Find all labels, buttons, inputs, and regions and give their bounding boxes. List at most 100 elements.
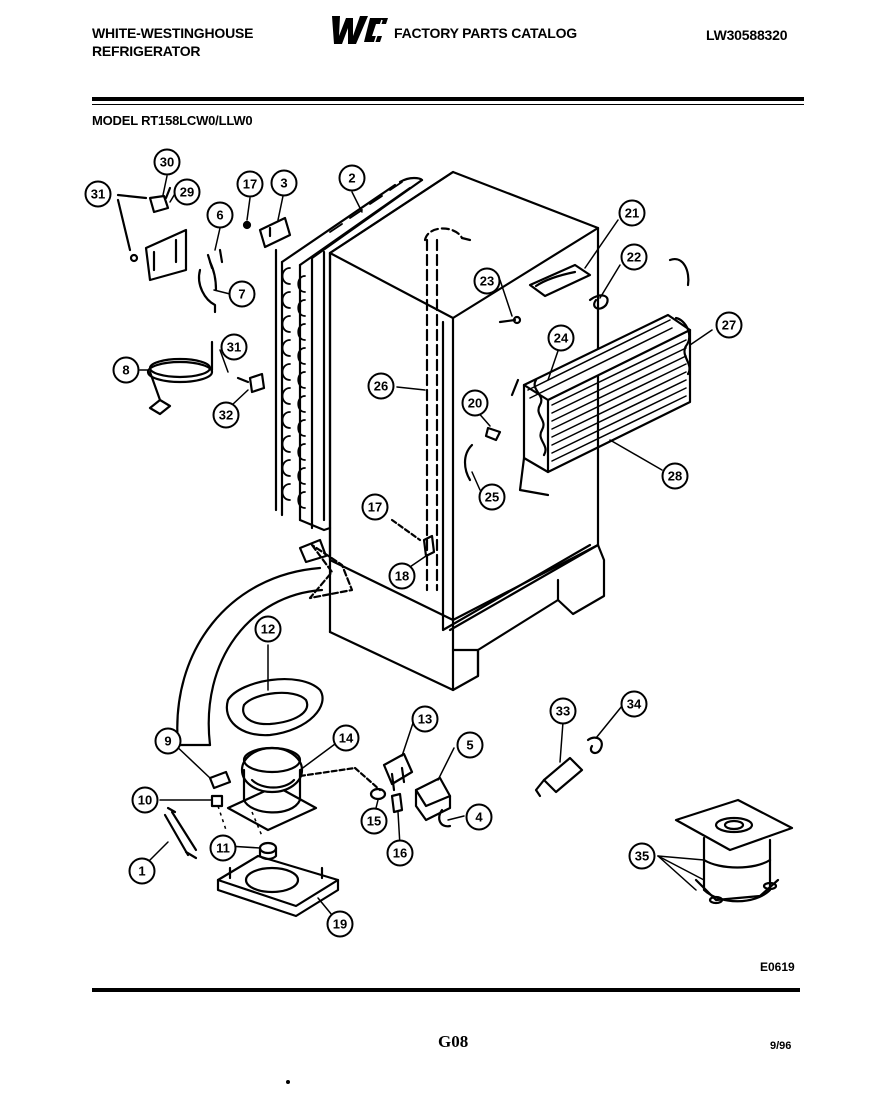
callout-label: 11 <box>216 841 230 856</box>
callout-label: 14 <box>339 731 354 746</box>
callout-label: 3 <box>280 176 287 191</box>
part-5 <box>414 776 452 822</box>
part-15 <box>369 787 387 801</box>
callout-label: 19 <box>333 917 347 932</box>
part-33 <box>534 756 584 798</box>
callout-4: 4 <box>465 803 493 831</box>
callout-label: 18 <box>395 569 409 584</box>
part-31-leader <box>116 193 148 252</box>
callout-label: 24 <box>554 331 569 346</box>
part-29 <box>144 228 188 282</box>
part-10 <box>210 794 224 808</box>
model-label: MODEL RT158LCW0/LLW0 <box>92 113 253 128</box>
callout-21: 21 <box>618 199 646 227</box>
callout-1: 1 <box>128 857 156 885</box>
callout-label: 4 <box>475 810 483 825</box>
part-12 <box>225 678 324 737</box>
part-4 <box>438 808 452 828</box>
callout-3: 3 <box>270 169 298 197</box>
callout-label: 26 <box>374 379 388 394</box>
callout-30: 30 <box>153 148 181 176</box>
callout-label: 12 <box>261 622 275 637</box>
callout-label: 7 <box>238 287 245 302</box>
callout-label: 21 <box>625 206 639 221</box>
callout-22: 22 <box>620 243 648 271</box>
part-34 <box>586 736 603 755</box>
callout-31: 31 <box>220 333 248 361</box>
callout-label: 34 <box>627 697 642 712</box>
callout-label: 17 <box>243 177 257 192</box>
callout-12: 12 <box>254 615 282 643</box>
callout-10: 10 <box>131 786 159 814</box>
part-35 <box>674 798 794 905</box>
callout-label: 22 <box>627 250 641 265</box>
header-rule <box>92 97 804 101</box>
part-18-shape <box>422 534 436 558</box>
callout-23: 23 <box>473 267 501 295</box>
callout-34: 34 <box>620 690 648 718</box>
product-type: REFRIGERATOR <box>92 43 201 59</box>
callout-label: 23 <box>480 274 494 289</box>
callout-13: 13 <box>411 705 439 733</box>
callout-label: 32 <box>219 408 233 423</box>
document-number: LW30588320 <box>706 27 788 43</box>
callout-28: 28 <box>661 462 689 490</box>
manufacturer-name: WHITE-WESTINGHOUSE <box>92 25 254 41</box>
callout-label: 17 <box>368 500 382 515</box>
callout-33: 33 <box>549 697 577 725</box>
callout-9: 9 <box>154 727 182 755</box>
callout-label: 15 <box>367 814 381 829</box>
condenser-coil <box>274 176 424 532</box>
catalog-title: FACTORY PARTS CATALOG <box>394 25 577 41</box>
header-rule-thin <box>92 104 804 105</box>
part-6-7 <box>197 248 224 314</box>
callout-20: 20 <box>461 389 489 417</box>
part-30 <box>148 186 172 214</box>
callout-25: 25 <box>478 483 506 511</box>
callout-5: 5 <box>456 731 484 759</box>
callout-19: 19 <box>326 910 354 938</box>
part-21 <box>528 263 592 298</box>
callout-label: 16 <box>393 846 407 861</box>
callout-label: 13 <box>418 712 432 727</box>
callout-15: 15 <box>360 807 388 835</box>
callout-26: 26 <box>367 372 395 400</box>
callout-24: 24 <box>547 324 575 352</box>
part-16 <box>390 792 404 814</box>
callout-16: 16 <box>386 839 414 867</box>
callout-label: 25 <box>485 490 499 505</box>
callout-label: 9 <box>164 734 171 749</box>
callout-2: 2 <box>338 164 366 192</box>
part-32 <box>236 372 266 394</box>
page-mark <box>286 1080 290 1084</box>
callout-8: 8 <box>112 356 140 384</box>
part-19 <box>216 854 340 918</box>
callout-6: 6 <box>206 201 234 229</box>
callout-29: 29 <box>173 178 201 206</box>
callout-17: 17 <box>361 493 389 521</box>
callout-label: 35 <box>635 849 649 864</box>
evaporator <box>510 258 692 497</box>
callout-label: 6 <box>216 208 223 223</box>
date-code: 9/96 <box>770 1040 792 1052</box>
callout-label: 29 <box>180 185 194 200</box>
callout-label: 2 <box>348 171 355 186</box>
part-23 <box>498 315 522 325</box>
part-22 <box>588 294 609 310</box>
footer-rule <box>92 988 800 992</box>
figure-code: E0619 <box>760 960 795 974</box>
callout-11: 11 <box>209 834 237 862</box>
callout-27: 27 <box>715 311 743 339</box>
assembly-arrow <box>176 538 354 747</box>
callout-7: 7 <box>228 280 256 308</box>
callout-label: 20 <box>468 396 482 411</box>
part-1 <box>163 806 198 860</box>
callout-14: 14 <box>332 724 360 752</box>
callout-label: 1 <box>138 864 145 879</box>
part-13 <box>382 752 414 792</box>
page-code: G08 <box>438 1032 469 1051</box>
callout-35: 35 <box>628 842 656 870</box>
callout-label: 33 <box>556 704 570 719</box>
callout-label: 30 <box>160 155 174 170</box>
